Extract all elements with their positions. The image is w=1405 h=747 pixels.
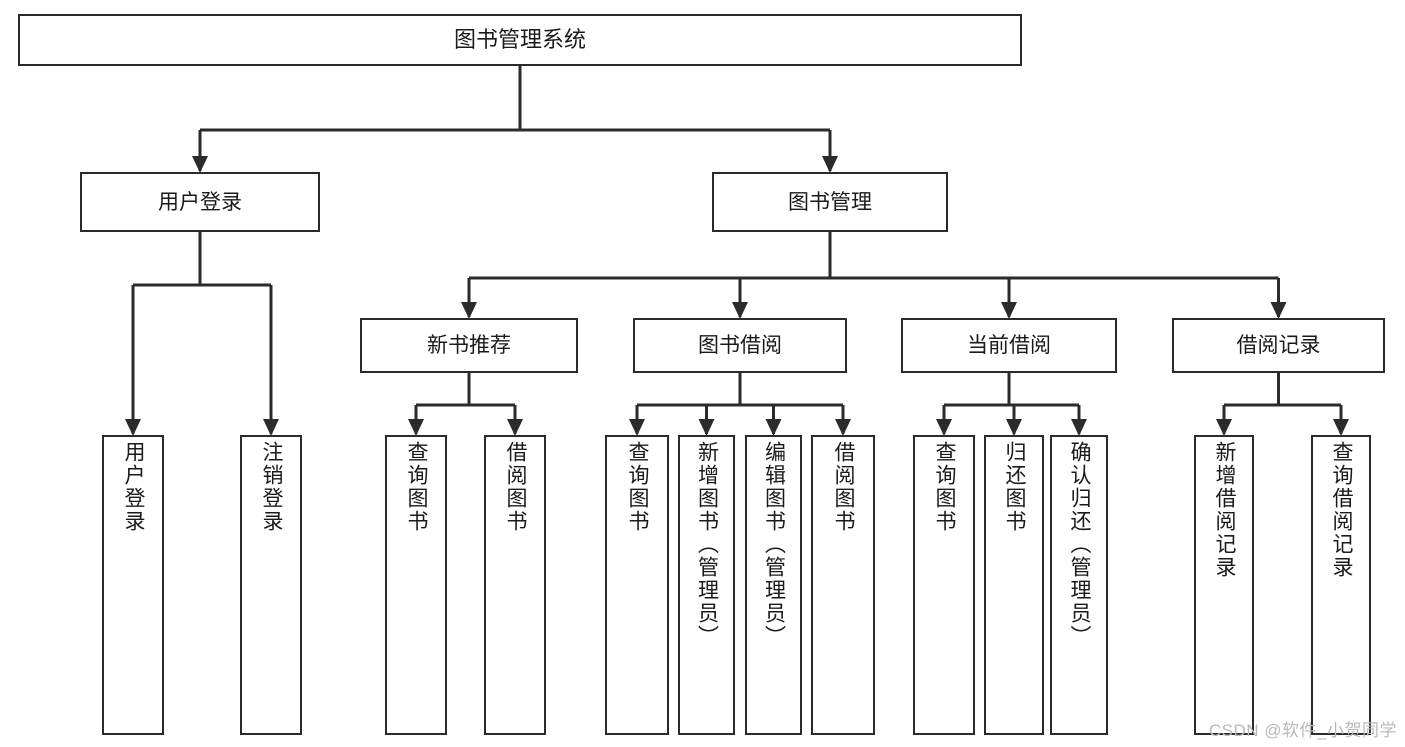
node-user-login[interactable]: 用户登录 xyxy=(80,172,320,232)
node-leaf-add-book[interactable]: 新增图书（管理员） xyxy=(678,435,735,735)
watermark: CSDN @软件_小贺同学 xyxy=(1208,721,1397,740)
node-label: 借阅图书 xyxy=(832,441,856,533)
node-leaf-return-book[interactable]: 归还图书 xyxy=(984,435,1044,735)
node-label: 归还图书 xyxy=(1003,441,1027,533)
node-book-borrow[interactable]: 图书借阅 xyxy=(633,318,847,373)
node-leaf-query-book-borrow[interactable]: 查询图书 xyxy=(605,435,669,735)
node-leaf-borrow-book-recommend[interactable]: 借阅图书 xyxy=(484,435,546,735)
node-label: 借阅图书 xyxy=(504,441,528,533)
node-leaf-borrow-book[interactable]: 借阅图书 xyxy=(811,435,875,735)
node-label: 新增借阅记录 xyxy=(1213,441,1237,579)
node-current-borrow[interactable]: 当前借阅 xyxy=(901,318,1117,373)
node-label: 编辑图书（管理员） xyxy=(762,441,786,648)
node-borrow-record[interactable]: 借阅记录 xyxy=(1172,318,1385,373)
node-label: 当前借阅 xyxy=(967,334,1051,357)
node-label: 图书管理系统 xyxy=(453,27,586,52)
node-leaf-query-borrow-record[interactable]: 查询借阅记录 xyxy=(1311,435,1371,735)
node-label: 查询图书 xyxy=(405,441,429,533)
node-root-system[interactable]: 图书管理系统 xyxy=(18,14,1022,66)
node-label: 新书推荐 xyxy=(427,334,511,357)
node-label: 用户登录 xyxy=(122,441,146,533)
node-leaf-user-login[interactable]: 用户登录 xyxy=(102,435,164,735)
node-label: 用户登录 xyxy=(158,190,242,214)
node-leaf-logout[interactable]: 注销登录 xyxy=(240,435,302,735)
node-label: 查询图书 xyxy=(626,441,650,533)
node-leaf-query-book-recommend[interactable]: 查询图书 xyxy=(385,435,447,735)
node-leaf-query-book-current[interactable]: 查询图书 xyxy=(913,435,975,735)
node-label: 借阅记录 xyxy=(1236,334,1321,357)
node-label: 图书管理 xyxy=(788,190,872,214)
node-leaf-confirm-return[interactable]: 确认归还（管理员） xyxy=(1050,435,1108,735)
node-label: 查询借阅记录 xyxy=(1330,441,1354,579)
node-label: 确认归还（管理员） xyxy=(1068,441,1092,648)
node-new-book-recommend[interactable]: 新书推荐 xyxy=(360,318,578,373)
node-label: 查询图书 xyxy=(933,441,957,533)
node-book-manage[interactable]: 图书管理 xyxy=(712,172,948,232)
node-label: 图书借阅 xyxy=(698,334,782,357)
node-label: 新增图书（管理员） xyxy=(695,441,719,648)
node-leaf-edit-book[interactable]: 编辑图书（管理员） xyxy=(745,435,802,735)
node-leaf-add-borrow-record[interactable]: 新增借阅记录 xyxy=(1194,435,1254,735)
node-label: 注销登录 xyxy=(260,441,284,533)
